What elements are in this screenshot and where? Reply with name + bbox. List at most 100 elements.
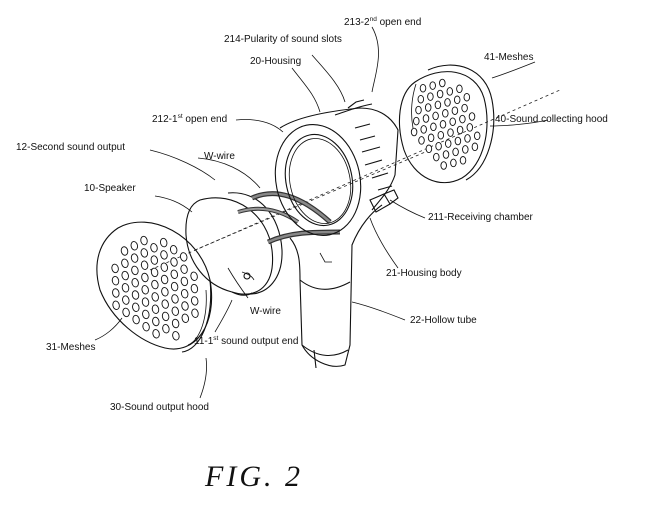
mesh-hole [140,235,148,246]
mesh-hole [430,122,437,132]
label-21: 21-Housing body [386,268,462,279]
mesh-hole [161,299,169,309]
mesh-hole [161,287,169,297]
label-w-wire-bottom: W-wire [250,306,281,317]
mesh-hole [466,123,474,132]
mesh-hole [141,297,150,307]
mesh-hole [152,329,160,339]
w-wires [237,191,341,245]
output-hood-meshes [111,235,199,341]
mesh-hole [456,84,463,94]
mesh-hole [449,117,456,126]
sound-output-hood [96,221,212,353]
mesh-hole [142,309,150,320]
mesh-hole [459,114,466,124]
mesh-hole [420,125,427,134]
mesh-hole [468,112,476,121]
mesh-hole [422,114,430,123]
mesh-hole [159,237,168,248]
mesh-hole [142,321,150,332]
leader-lines [94,26,549,399]
speaker [185,192,283,296]
mesh-hole [151,279,159,290]
label-40: 40-Sound collecting hood [495,114,608,125]
mesh-hole [179,252,188,262]
assembly-axis [149,89,561,271]
collecting-hood-meshes [410,78,481,170]
mesh-hole [413,116,420,126]
mesh-hole [171,318,180,329]
mesh-hole [439,78,446,88]
mesh-hole [191,308,199,318]
mesh-hole [122,295,130,305]
mesh-hole [452,147,459,157]
mesh-hole [150,243,158,253]
mesh-hole [152,316,160,327]
mesh-hole [440,161,447,170]
mesh-hole [427,133,435,143]
mesh-hole [122,307,130,318]
label-20: 20-Housing [250,56,301,67]
mesh-hole [453,95,461,105]
mesh-hole [442,109,449,118]
mesh-hole [461,103,468,113]
mesh-hole [417,94,425,104]
mesh-hole [456,125,464,135]
mesh-hole [447,128,454,137]
mesh-hole [130,253,139,263]
mesh-hole [172,331,180,341]
sound-collecting-hood [398,64,495,184]
mesh-hole [434,100,442,110]
label-41: 41-Meshes [484,52,533,63]
label-11: 11-1st sound output end [194,335,298,347]
callout-labels: 214-Pularity of sound slots 213-2nd open… [16,16,608,413]
mesh-hole [190,271,198,282]
label-12: 12-Second sound output [16,142,125,153]
mesh-hole [429,81,436,90]
mesh-hole [446,87,454,96]
mesh-hole [121,270,129,281]
mesh-hole [181,313,190,324]
mesh-hole [160,274,169,285]
mesh-hole [150,255,159,265]
mesh-hole [464,134,471,143]
mesh-hole [444,139,452,148]
mesh-hole [131,290,140,300]
mesh-hole [190,283,199,294]
mesh-hole [151,304,160,314]
mesh-hole [442,150,450,159]
mesh-hole [463,92,471,102]
label-212: 212-1st open end [152,113,227,125]
mesh-hole [121,283,130,293]
mesh-hole [415,105,422,115]
mesh-hole [439,120,447,129]
housing [274,99,399,369]
mesh-hole [112,300,120,311]
label-211: 211-Receiving chamber [428,212,534,223]
mesh-hole [181,301,189,311]
mesh-hole [462,145,469,154]
mesh-hole [140,248,149,258]
mesh-hole [180,264,188,274]
mesh-hole [425,144,433,154]
mesh-hole [141,285,149,295]
sound-slots [354,123,393,191]
mesh-hole [170,257,178,267]
mesh-hole [444,98,451,107]
mesh-hole [180,288,189,299]
mesh-hole [171,306,180,316]
mesh-hole [410,127,418,137]
mesh-hole [140,260,149,270]
mesh-hole [432,111,439,121]
mesh-hole [437,130,445,140]
label-214: 214-Pularity of sound slots [224,34,342,45]
mesh-hole [435,141,442,151]
mesh-hole [130,241,139,251]
label-10: 10-Speaker [84,183,136,194]
mesh-hole [433,152,440,162]
label-22: 22-Hollow tube [410,315,477,326]
mesh-hole [171,294,179,304]
mesh-hole [451,106,459,115]
mesh-hole [459,156,467,165]
